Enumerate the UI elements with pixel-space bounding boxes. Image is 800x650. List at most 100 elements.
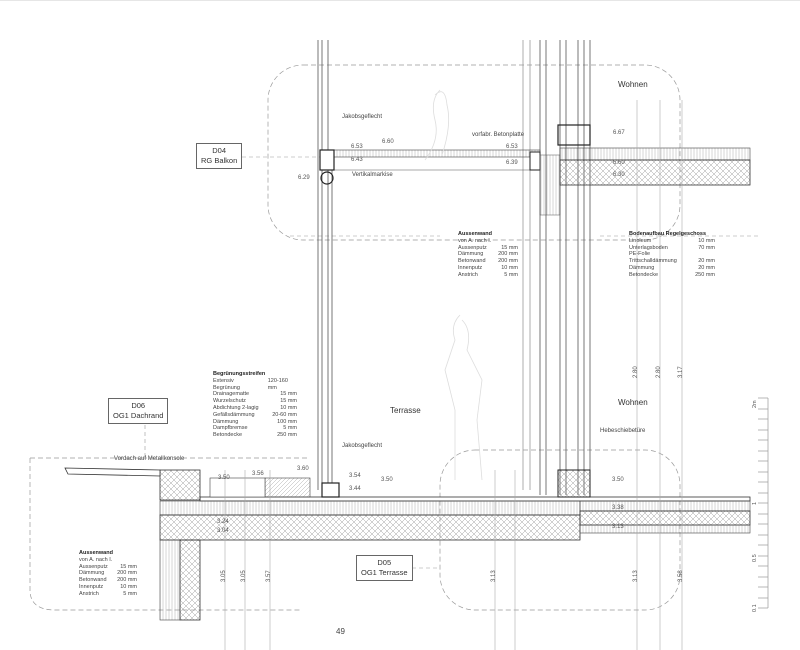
spec-layer: Dampfbremse <box>213 425 248 432</box>
dimension-label: 3.13 <box>491 570 497 582</box>
spec-layer: Dämmung <box>79 570 105 577</box>
elevation-mark: 6.53 <box>506 144 518 150</box>
spec-value: 70 mm <box>698 244 715 251</box>
spec-layer: Aussenputz <box>79 563 108 570</box>
spec-layer: Betondecke <box>213 432 243 439</box>
detail-tag-d05[interactable]: D05 OG1 Terrasse <box>356 555 413 581</box>
spec-layer: Aussenputz <box>458 244 487 251</box>
elevation-mark: 6.67 <box>613 130 625 136</box>
elevation-mark: 3.38 <box>612 505 624 511</box>
spec-layer: Anstrich <box>79 590 99 597</box>
detail-name: RG Balkon <box>201 156 238 165</box>
dimension-label: 3.05 <box>241 570 247 582</box>
elevation-mark: 6.30 <box>613 172 625 178</box>
spec-value: 15 mm <box>280 398 297 405</box>
detail-name: OG1 Dachrand <box>113 411 164 420</box>
spec-value: 250 mm <box>277 432 297 439</box>
detail-tag-d06[interactable]: D06 OG1 Dachrand <box>108 398 169 424</box>
leader-lines <box>144 156 760 569</box>
detail-code: D05 <box>377 558 392 567</box>
elevation-mark: 3.04 <box>217 528 229 534</box>
elevation-mark: 3.56 <box>252 471 264 477</box>
spec-value: 200 mm <box>498 251 518 258</box>
scale-bar <box>758 397 769 609</box>
spec-title: Begrünungsstreifen <box>213 371 266 377</box>
detail-name: OG1 Terrasse <box>361 568 408 577</box>
dimension-label: 3.13 <box>633 570 639 582</box>
detail-code: D06 <box>131 401 146 410</box>
spec-layer: Linoleum <box>629 237 652 244</box>
spec-value: 10 mm <box>280 404 297 411</box>
elevation-mark: 3.50 <box>381 477 393 483</box>
spec-layer: Extensiv Begrünung <box>213 377 240 391</box>
elevation-mark: 3.60 <box>297 466 309 472</box>
spec-value: 100 mm <box>277 418 297 425</box>
spec-layer: von A. nach I. <box>458 237 492 244</box>
room-label-wohnen-upper: Wohnen <box>618 80 648 89</box>
spec-layer: Innenputz <box>458 264 483 271</box>
spec-layer: Gefällsdämmung <box>213 411 255 418</box>
spec-layer: Anstrich <box>458 271 478 278</box>
elevation-mark: 6.39 <box>506 160 518 166</box>
annotation-vordach: Vordach auf Metallkonsole <box>114 456 185 462</box>
room-label-wohnen-lower: Wohnen <box>618 398 648 407</box>
scale-label-0-1: 0.1 <box>752 604 758 612</box>
spec-value: 15 mm <box>120 563 137 570</box>
dimension-label: 3.05 <box>221 570 227 582</box>
spec-layer: Dämmung <box>458 251 484 258</box>
dimension-label: 3.57 <box>266 570 272 582</box>
elevation-mark: 3.13 <box>612 524 624 530</box>
elevation-mark: 3.50 <box>218 475 230 481</box>
spec-value: 20 mm <box>698 258 715 265</box>
elevation-mark: 3.44 <box>349 486 361 492</box>
lower-floor-slab <box>159 469 751 541</box>
spec-value: 200 mm <box>117 577 137 584</box>
dimension-label: 3.58 <box>678 570 684 582</box>
spec-value: 10 mm <box>698 237 715 244</box>
spec-layer: Trittschalldämmung <box>629 258 677 265</box>
dimension-label: 3.17 <box>678 366 684 378</box>
elevation-mark: 6.60 <box>613 160 625 166</box>
parapet-wall <box>64 467 201 621</box>
spec-value: 250 mm <box>695 271 715 278</box>
upper-floor-slab <box>557 124 751 186</box>
spec-layer: von A. nach I. <box>79 556 113 563</box>
elevation-mark: 6.29 <box>298 175 310 181</box>
spec-value: 15 mm <box>501 244 518 251</box>
spec-layer: Innenputz <box>79 583 104 590</box>
detail-outline-d06 <box>29 457 310 611</box>
page-number: 49 <box>336 627 345 636</box>
elevation-mark: 3.54 <box>349 473 361 479</box>
annotation-markise: Vertikalmarkise <box>352 172 393 178</box>
spec-layer: Betondecke <box>629 271 659 278</box>
dimension-lines <box>224 100 683 650</box>
dimension-label: 2.80 <box>656 366 662 378</box>
spec-layer: Betonwand <box>79 577 107 584</box>
spec-layer: Abdichtung 2-lagig <box>213 404 259 411</box>
spec-value: 5 mm <box>123 590 137 597</box>
spec-value: 20-60 mm <box>272 411 297 418</box>
elevation-mark: 6.43 <box>351 157 363 163</box>
spec-value: 200 mm <box>498 258 518 265</box>
spec-value: 15 mm <box>280 391 297 398</box>
spec-value: 5 mm <box>504 271 518 278</box>
annotation-hebeschiebetuere: Hebeschiebetüre <box>600 428 646 434</box>
human-figures <box>424 89 483 481</box>
annotation-betonplatte: vorfabr. Betonplatte <box>472 132 525 138</box>
dimension-label: 2.80 <box>633 366 639 378</box>
spec-title: Bodenaufbau Regelgeschoss <box>629 231 707 237</box>
detail-tag-d04[interactable]: D04 RG Balkon <box>196 143 243 169</box>
facade-columns <box>317 40 591 495</box>
spec-layer: Drainagematte <box>213 391 250 398</box>
spec-layer: Unterlagsboden <box>629 244 668 251</box>
room-label-terrasse: Terrasse <box>390 406 421 415</box>
annotation-jakobsgeflecht-lower: Jakobsgeflecht <box>342 443 383 449</box>
elevation-mark: 6.60 <box>382 139 394 145</box>
balcony-slab <box>319 149 561 216</box>
